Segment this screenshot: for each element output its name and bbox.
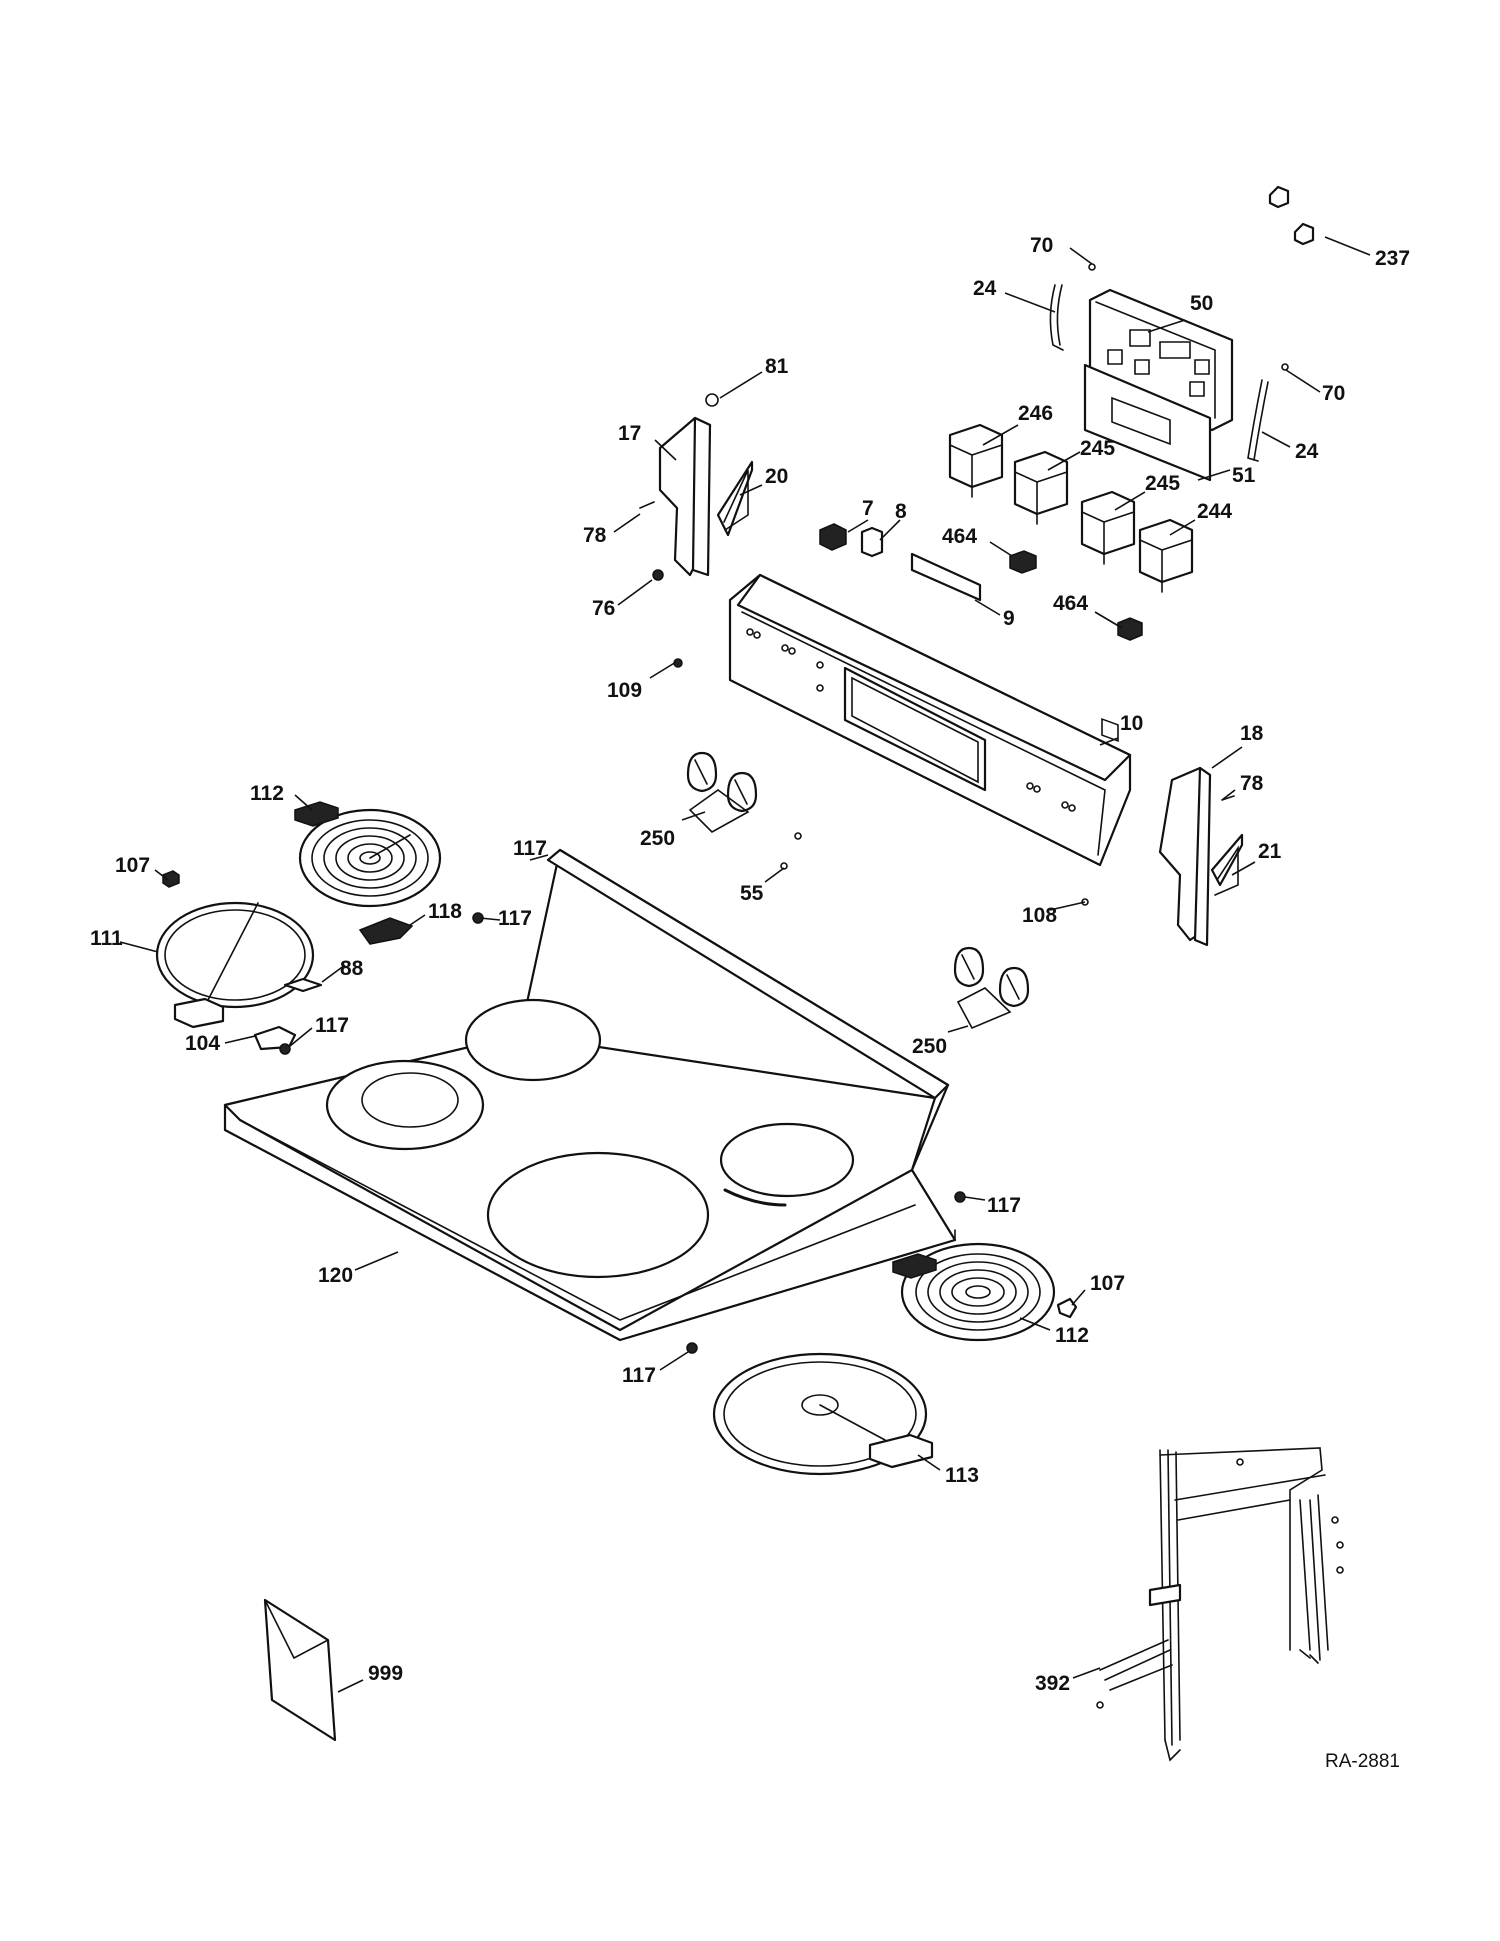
callout-78: 78 xyxy=(583,524,607,547)
callout-leader-lines xyxy=(119,236,1371,1693)
callout-109: 109 xyxy=(607,679,642,702)
callout-10: 10 xyxy=(1120,712,1143,735)
callout-117: 117 xyxy=(498,907,532,930)
callout-20: 20 xyxy=(765,465,788,488)
callout-55: 55 xyxy=(740,882,764,905)
small-switches xyxy=(819,523,1143,641)
callout-labels: 237 70 24 50 70 24 246 245 51 245 244 81… xyxy=(90,234,1410,1772)
callout-117: 117 xyxy=(622,1364,656,1387)
callout-250: 250 xyxy=(912,1035,947,1058)
callout-464: 464 xyxy=(942,525,977,548)
callout-237: 237 xyxy=(1375,247,1410,270)
literature-envelope xyxy=(263,1598,337,1742)
callout-17: 17 xyxy=(618,422,641,445)
callout-76: 76 xyxy=(592,597,615,620)
callout-112: 112 xyxy=(1055,1324,1089,1347)
callout-104: 104 xyxy=(185,1032,220,1055)
diagram-code: RA-2881 xyxy=(1325,1751,1400,1772)
callout-107: 107 xyxy=(115,854,150,877)
callout-70: 70 xyxy=(1322,382,1345,405)
callout-464: 464 xyxy=(1053,592,1088,615)
infinite-switches xyxy=(948,423,1194,593)
callout-118: 118 xyxy=(428,900,462,923)
callout-24: 24 xyxy=(973,277,997,300)
callout-117: 117 xyxy=(513,837,547,860)
callout-245: 245 xyxy=(1080,437,1115,460)
control-board-assembly xyxy=(1049,263,1289,743)
end-cap-parts xyxy=(1268,185,1315,246)
callout-107: 107 xyxy=(1090,1272,1125,1295)
right-surface-elements xyxy=(712,1242,1078,1476)
callout-117: 117 xyxy=(987,1194,1021,1217)
callout-245: 245 xyxy=(1145,472,1180,495)
callout-50: 50 xyxy=(1190,292,1213,315)
right-side-brackets xyxy=(1158,766,1244,947)
left-surface-elements xyxy=(155,801,484,1055)
glass-cooktop xyxy=(223,848,966,1354)
callout-88: 88 xyxy=(340,957,364,980)
callout-117: 117 xyxy=(315,1014,349,1037)
callout-999: 999 xyxy=(368,1662,403,1685)
callout-112: 112 xyxy=(250,782,284,805)
callout-244: 244 xyxy=(1197,500,1232,523)
callout-18: 18 xyxy=(1240,722,1264,745)
callout-24: 24 xyxy=(1295,440,1319,463)
callout-113: 113 xyxy=(945,1464,979,1487)
backguard-panel xyxy=(728,573,1132,867)
callout-392: 392 xyxy=(1035,1672,1070,1695)
callout-120: 120 xyxy=(318,1264,353,1287)
wire-harness xyxy=(1096,1447,1344,1762)
callout-8: 8 xyxy=(895,500,907,523)
callout-250: 250 xyxy=(640,827,675,850)
callout-7: 7 xyxy=(862,497,874,520)
callout-70: 70 xyxy=(1030,234,1053,257)
callout-78: 78 xyxy=(1240,772,1264,795)
callout-108: 108 xyxy=(1022,904,1057,927)
callout-9: 9 xyxy=(1003,607,1015,630)
callout-21: 21 xyxy=(1258,840,1282,863)
callout-81: 81 xyxy=(765,355,789,378)
callout-246: 246 xyxy=(1018,402,1053,425)
callout-51: 51 xyxy=(1232,464,1256,487)
callout-111: 111 xyxy=(90,927,123,950)
